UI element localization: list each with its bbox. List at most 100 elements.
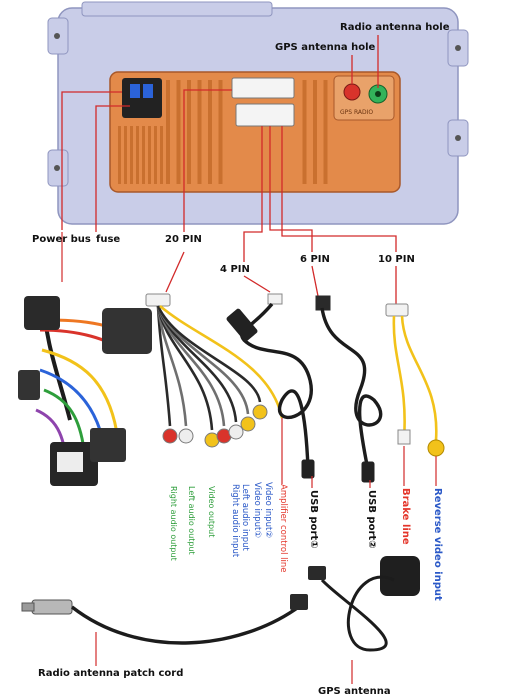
cable-label: Left audio output [187, 486, 196, 555]
leader-pin6 [269, 126, 313, 252]
cable-label: Video input② [263, 482, 273, 539]
heat-fin [124, 126, 127, 184]
leader-pin10 [281, 126, 397, 252]
leader-fuse [95, 105, 130, 232]
cable-label: Right audio input [230, 484, 240, 558]
head-unit-back-panel: GPS RADIO [47, 1, 469, 225]
usb-port-1-plug [226, 308, 258, 342]
leader-pin4-down [243, 275, 271, 293]
usb-port-1-end [301, 459, 315, 479]
pin10-label: 10 PIN [378, 254, 415, 265]
brake-plug [397, 429, 411, 445]
rca-wires [156, 305, 284, 431]
power-harness [18, 296, 152, 486]
gps-antenna-hole-label: GPS antenna hole [275, 42, 376, 53]
power-bus-label: Power bus [32, 234, 91, 245]
pin20-socket [231, 77, 295, 99]
rca-plugs [162, 404, 268, 448]
heat-fin [208, 80, 212, 184]
heat-fin [313, 80, 317, 184]
cable-label: Video input① [252, 482, 262, 539]
heat-fins [118, 80, 328, 184]
cable-label: Amplifier control line [278, 484, 288, 573]
rca-wire [156, 305, 262, 403]
rca-wire [156, 305, 188, 427]
gps-cable [320, 575, 395, 652]
label-pointers [61, 232, 437, 684]
cable-label: Brake line [400, 488, 411, 545]
radio-antenna-hole-label: Radio antenna hole [340, 22, 450, 33]
leader-pin4 [243, 126, 263, 262]
usb-port-2-end [361, 461, 375, 483]
rca-plug [228, 424, 244, 440]
cable-label: USB port① [308, 490, 319, 549]
antenna-plug [31, 599, 73, 615]
reverse-wire [400, 315, 438, 441]
socket-print: GPS RADIO [340, 109, 373, 116]
heat-fin [160, 126, 163, 184]
pin20-plug [145, 293, 171, 307]
heat-fin [218, 80, 223, 184]
multi-pin-socket [235, 103, 295, 127]
iso-plug [24, 296, 60, 330]
top-bracket [81, 1, 273, 17]
rca-plug [162, 428, 178, 444]
radio-antenna-socket-center [375, 91, 381, 97]
antenna-socket-end [290, 594, 308, 610]
leader-power-bus [61, 91, 122, 230]
heat-fin [302, 80, 307, 184]
gps-antenna-puck [380, 556, 420, 596]
cable-label: Reverse video input [432, 488, 443, 601]
amplifier-control-wire [159, 305, 284, 419]
screw-hole [455, 45, 461, 51]
gps-plug [308, 566, 326, 580]
antenna-cable [70, 604, 302, 645]
screw-hole [54, 165, 60, 171]
brake-wire [392, 315, 406, 441]
cable-label: Left audio input [240, 484, 250, 551]
reverse-rca-plug [427, 439, 445, 457]
pin20-label: 20 PIN [165, 234, 202, 245]
rca-plug [240, 416, 256, 432]
gps-antenna-label: GPS antenna [318, 686, 391, 697]
heat-fin [136, 126, 139, 184]
pin10-plug [385, 303, 409, 317]
leader-pin20 [183, 89, 232, 232]
heat-fin [187, 80, 191, 184]
cable-label: USB port② [366, 490, 377, 549]
pin4-label: 4 PIN [220, 264, 250, 275]
heat-fin [323, 80, 328, 184]
usb-cables [226, 293, 383, 483]
usb-cable-2 [320, 307, 383, 471]
rca-plug [178, 428, 194, 444]
reverse-harness [385, 303, 445, 457]
leader-pin20-down [165, 251, 185, 293]
heat-fin [148, 126, 151, 184]
radio-patch-cord-label: Radio antenna patch cord [38, 668, 184, 679]
pin4-plug [267, 293, 283, 305]
fuse-label: fuse [96, 234, 121, 245]
harness-plug [90, 428, 126, 462]
heat-fin [166, 80, 170, 184]
cable-label: Video output [207, 486, 216, 538]
iso-plug [102, 308, 152, 354]
fuse-slot [130, 84, 140, 98]
heat-fin [130, 126, 133, 184]
pin6-label: 6 PIN [300, 254, 330, 265]
cable-label: Right audio output [169, 486, 178, 561]
heat-fin [142, 126, 145, 184]
antenna-plug-tip [21, 602, 35, 612]
heat-fin [197, 80, 202, 184]
radio-antenna-patch-cord [21, 594, 308, 645]
gps-antenna-assembly [308, 556, 420, 652]
rca-harness [145, 293, 284, 448]
fuse-slot [143, 84, 153, 98]
leader-lines [61, 35, 397, 304]
power-bus-socket [122, 78, 162, 118]
gps-antenna-socket [343, 83, 361, 101]
heat-fin [176, 80, 181, 184]
heat-fin [118, 126, 121, 184]
leader-pin6-down [311, 265, 319, 297]
screw-hole [455, 135, 461, 141]
canbus-label [57, 452, 83, 472]
